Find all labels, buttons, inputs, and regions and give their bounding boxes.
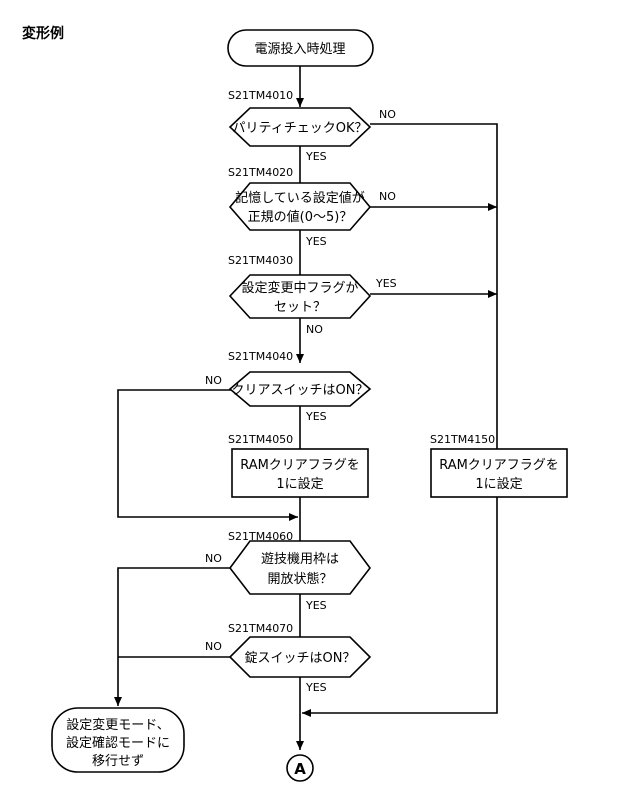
step-label-4020: S21TM4020: [228, 166, 293, 179]
svg-text:クリアスイッチはON？: クリアスイッチはON？: [232, 383, 369, 398]
svg-text:正規の値(0〜5)？: 正規の値(0〜5)？: [248, 209, 353, 225]
svg-text:A: A: [294, 760, 306, 778]
step-label-4030: S21TM4030: [228, 254, 293, 267]
svg-text:錠スイッチはON？: 錠スイッチはON？: [245, 651, 356, 666]
svg-text:RAMクリアフラグを: RAMクリアフラグを: [240, 458, 360, 473]
step-label-4010: S21TM4010: [228, 89, 293, 102]
decision-frame-open: 遊技機用枠は 開放状態？: [230, 541, 370, 594]
svg-text:設定変更中フラグが: 設定変更中フラグが: [241, 280, 358, 296]
decision-lock-switch: 錠スイッチはON？: [230, 637, 370, 677]
decision-parity: パリティチェックOK？: [230, 108, 370, 146]
svg-text:1に設定: 1に設定: [276, 476, 323, 492]
svg-text:記憶している設定値が: 記憶している設定値が: [235, 190, 365, 206]
svg-text:開放状態？: 開放状態？: [267, 571, 332, 587]
decision-change-flag: 設定変更中フラグが セット？: [230, 275, 370, 318]
svg-text:パリティチェックOK？: パリティチェックOK？: [233, 121, 368, 136]
step-label-4050: S21TM4050: [228, 433, 293, 446]
process-ram-clear-right: RAMクリアフラグを 1に設定: [431, 449, 567, 497]
decision-clear-switch: クリアスイッチはON？: [230, 372, 370, 406]
svg-text:電源投入時処理: 電源投入時処理: [254, 41, 345, 57]
figure-title: 変形例: [22, 25, 64, 42]
start-terminal: 電源投入時処理: [228, 30, 373, 66]
edge-label-stored-no: NO: [379, 190, 396, 203]
svg-text:セット？: セット？: [274, 300, 326, 315]
edge-label-flag-no: NO: [306, 323, 323, 336]
edge-label-parity-no: NO: [379, 108, 396, 121]
svg-text:遊技機用枠は: 遊技機用枠は: [261, 552, 339, 567]
terminal-no-mode-transition: 設定変更モード、 設定確認モードに 移行せず: [52, 708, 184, 772]
edge-label-frame-no: NO: [205, 552, 222, 565]
edge-label-clear-no: NO: [205, 374, 222, 387]
edge-label-parity-yes: YES: [305, 150, 327, 163]
edge-label-lock-no: NO: [205, 640, 222, 653]
decision-stored-value: 記憶している設定値が 正規の値(0〜5)？: [230, 183, 370, 230]
svg-text:設定確認モードに: 設定確認モードに: [66, 735, 170, 751]
edge-label-lock-yes: YES: [305, 681, 327, 694]
edge-label-frame-yes: YES: [305, 599, 327, 612]
process-ram-clear-left: RAMクリアフラグを 1に設定: [232, 449, 368, 497]
edge-label-flag-yes: YES: [375, 277, 397, 290]
svg-text:RAMクリアフラグを: RAMクリアフラグを: [439, 458, 559, 473]
svg-text:移行せず: 移行せず: [92, 754, 144, 769]
step-label-4040: S21TM4040: [228, 350, 293, 363]
connector-a: A: [287, 755, 313, 781]
svg-text:1に設定: 1に設定: [475, 476, 522, 492]
edge-label-stored-yes: YES: [305, 235, 327, 248]
step-label-4150: S21TM4150: [430, 433, 495, 446]
edge-label-clear-yes: YES: [305, 410, 327, 423]
svg-text:設定変更モード、: 設定変更モード、: [66, 717, 169, 733]
step-label-4070: S21TM4070: [228, 622, 293, 635]
